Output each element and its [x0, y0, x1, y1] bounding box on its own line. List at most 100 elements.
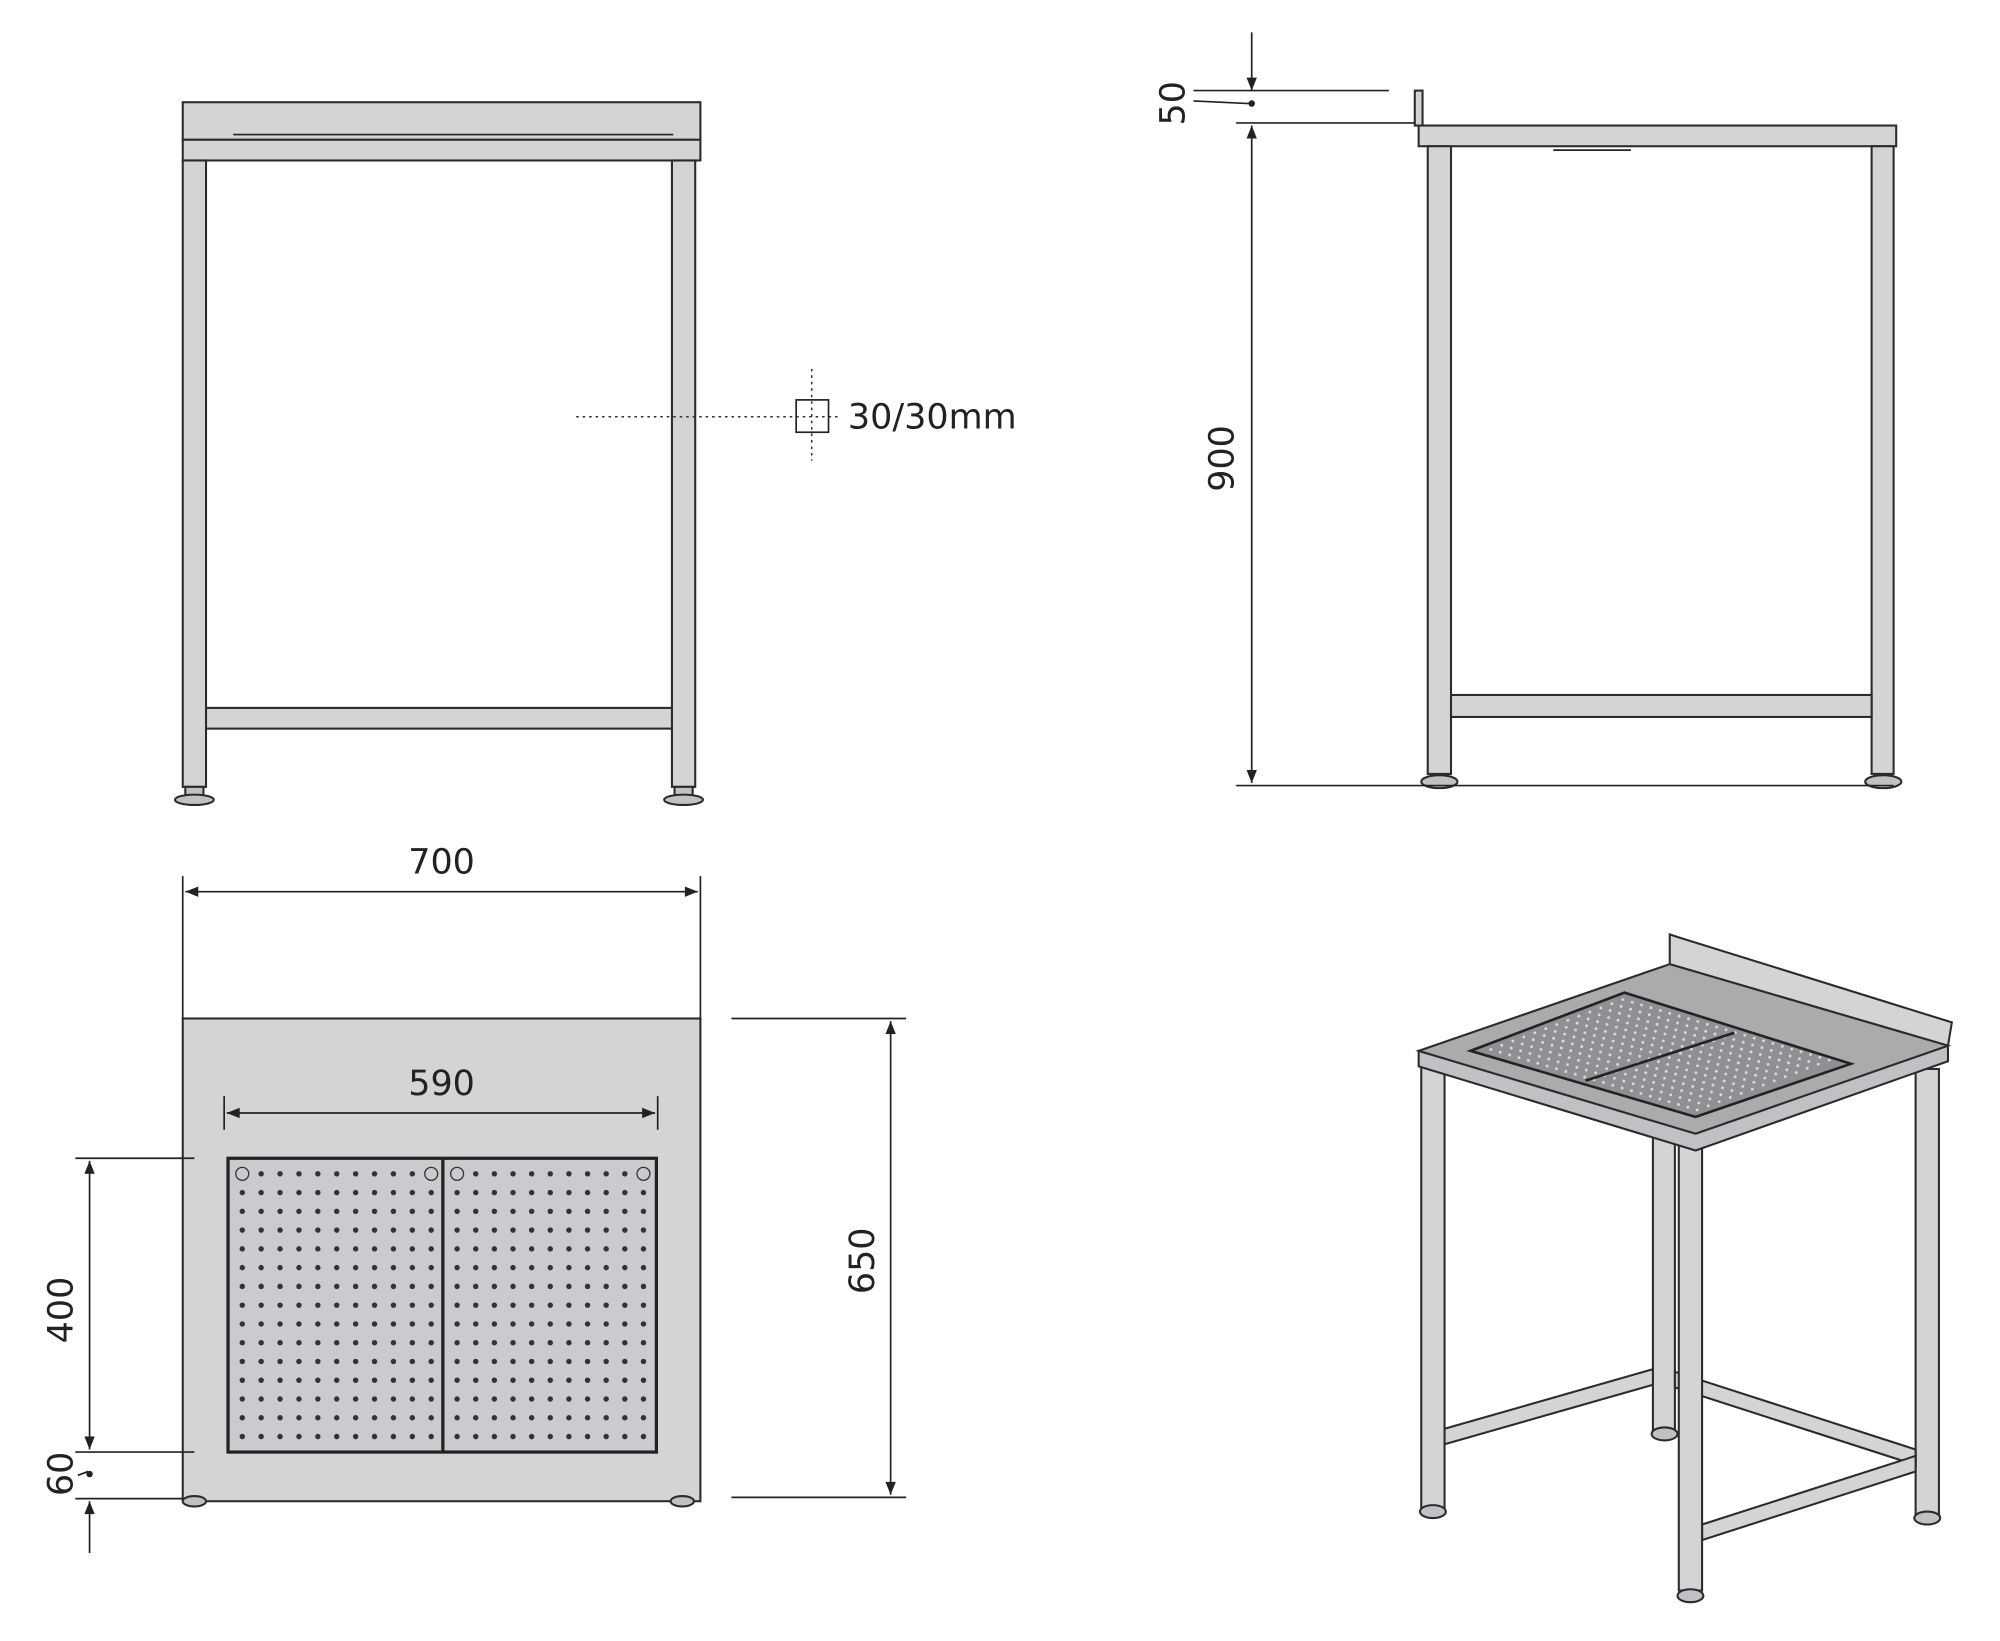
perforation-hole: [584, 1189, 591, 1196]
perforation-hole: [1692, 1078, 1696, 1081]
perforation-hole: [1526, 1059, 1530, 1062]
perforation-hole: [390, 1396, 397, 1402]
perforation-hole: [1682, 1038, 1686, 1041]
perforation-hole: [603, 1246, 609, 1252]
perforation-hole: [454, 1189, 460, 1196]
perforation-hole: [1570, 1042, 1574, 1046]
dimension-grid-width: 590: [223, 1064, 659, 1130]
perforation-hole: [1653, 1074, 1657, 1077]
perforation-hole: [239, 1283, 245, 1290]
perforation-hole: [584, 1358, 591, 1365]
perforation-hole: [584, 1246, 591, 1252]
perforation-hole: [1640, 1003, 1644, 1007]
perforation-hole: [603, 1433, 609, 1440]
perforation-hole: [371, 1246, 378, 1252]
perforation-hole: [1695, 1108, 1699, 1112]
perforation-hole: [566, 1171, 572, 1177]
perforation-hole: [1537, 1054, 1541, 1058]
perforation-hole: [428, 1321, 434, 1327]
perforation-hole: [409, 1227, 416, 1233]
perforation-hole: [1586, 1061, 1590, 1065]
perforation-hole: [454, 1396, 460, 1402]
perforation-hole: [473, 1208, 479, 1215]
perforation-hole: [1603, 1029, 1607, 1033]
perforation-hole: [1729, 1051, 1732, 1055]
perforation-hole: [390, 1415, 397, 1421]
perforation-hole: [390, 1227, 397, 1233]
perforation-hole: [296, 1264, 302, 1271]
perforation-hole: [1634, 1068, 1638, 1072]
perforation-hole: [1732, 1082, 1735, 1086]
perforation-hole: [258, 1358, 264, 1365]
perforation-hole: [334, 1208, 340, 1215]
perforation-hole: [491, 1208, 498, 1215]
perforation-hole: [334, 1433, 340, 1440]
dimension-depth: 650: [731, 1017, 907, 1499]
perforation-hole: [390, 1208, 397, 1215]
perforation-hole: [390, 1283, 397, 1290]
perforation-hole: [1676, 1021, 1679, 1025]
perforation-hole: [258, 1208, 264, 1215]
perforation-hole: [640, 1396, 647, 1402]
perforation-hole: [566, 1208, 572, 1215]
perforation-hole: [1644, 1027, 1648, 1030]
perforation-hole: [622, 1189, 628, 1196]
perforation-hole: [454, 1264, 460, 1271]
perforation-hole: [1661, 1083, 1665, 1087]
perforation-hole: [622, 1264, 628, 1271]
perforation-hole: [1799, 1050, 1803, 1054]
grid-width-dimension-label: 590: [408, 1064, 475, 1104]
perforation-hole: [315, 1227, 321, 1233]
perforation-hole: [409, 1396, 416, 1402]
perforation-hole: [1564, 1070, 1568, 1073]
perforation-hole: [1623, 1072, 1627, 1076]
perforation-hole: [315, 1377, 321, 1383]
perforation-hole: [258, 1321, 264, 1327]
perforation-hole: [1687, 1017, 1690, 1021]
perforation-hole: [584, 1208, 591, 1215]
perforation-hole: [1728, 1096, 1732, 1099]
perforation-hole: [1558, 1053, 1562, 1057]
perforation-hole: [1610, 1046, 1613, 1050]
perforation-hole: [547, 1321, 553, 1327]
perforation-hole: [1509, 1046, 1513, 1050]
perforation-hole: [566, 1246, 572, 1252]
perforation-hole: [315, 1189, 321, 1196]
perforation-hole: [239, 1396, 245, 1402]
perforation-hole: [296, 1171, 302, 1177]
perforation-hole: [1500, 1043, 1504, 1047]
perforation-hole: [371, 1415, 378, 1421]
perforation-hole: [1694, 1027, 1698, 1030]
perforation-hole: [473, 1264, 479, 1271]
perforation-hole: [1796, 1064, 1800, 1068]
front-leg: [1677, 1143, 1704, 1592]
perforation-hole: [1599, 1050, 1602, 1054]
perforation-hole: [547, 1339, 553, 1346]
perforation-hole: [510, 1415, 516, 1421]
rail: [1673, 1370, 1917, 1467]
perforation-hole: [1697, 1101, 1701, 1105]
perforation-hole: [239, 1189, 245, 1196]
perforation-hole: [547, 1377, 553, 1383]
perforation-hole: [528, 1208, 535, 1215]
perforation-hole: [510, 1339, 516, 1346]
left-leg: [1426, 145, 1453, 775]
perforation-hole: [371, 1358, 378, 1365]
perforation-hole: [566, 1339, 572, 1346]
perforation-hole: [528, 1358, 535, 1365]
perforation-hole: [603, 1171, 609, 1177]
perforation-hole: [1805, 1066, 1809, 1070]
perforation-hole: [1620, 1086, 1624, 1090]
perforation-hole: [1697, 1057, 1701, 1061]
perforation-hole: [1632, 1038, 1635, 1042]
perforation-hole: [1573, 1072, 1577, 1076]
perforation-hole: [1552, 1036, 1556, 1040]
perforation-hole: [1752, 1080, 1756, 1084]
perforation-hole: [352, 1171, 359, 1177]
perforation-hole: [1724, 1028, 1728, 1032]
perforation-hole: [1539, 1047, 1543, 1051]
perforation-hole: [1608, 1053, 1612, 1057]
perforation-hole: [1672, 1035, 1676, 1039]
perforation-hole: [547, 1189, 553, 1196]
perforation-hole: [315, 1396, 321, 1402]
